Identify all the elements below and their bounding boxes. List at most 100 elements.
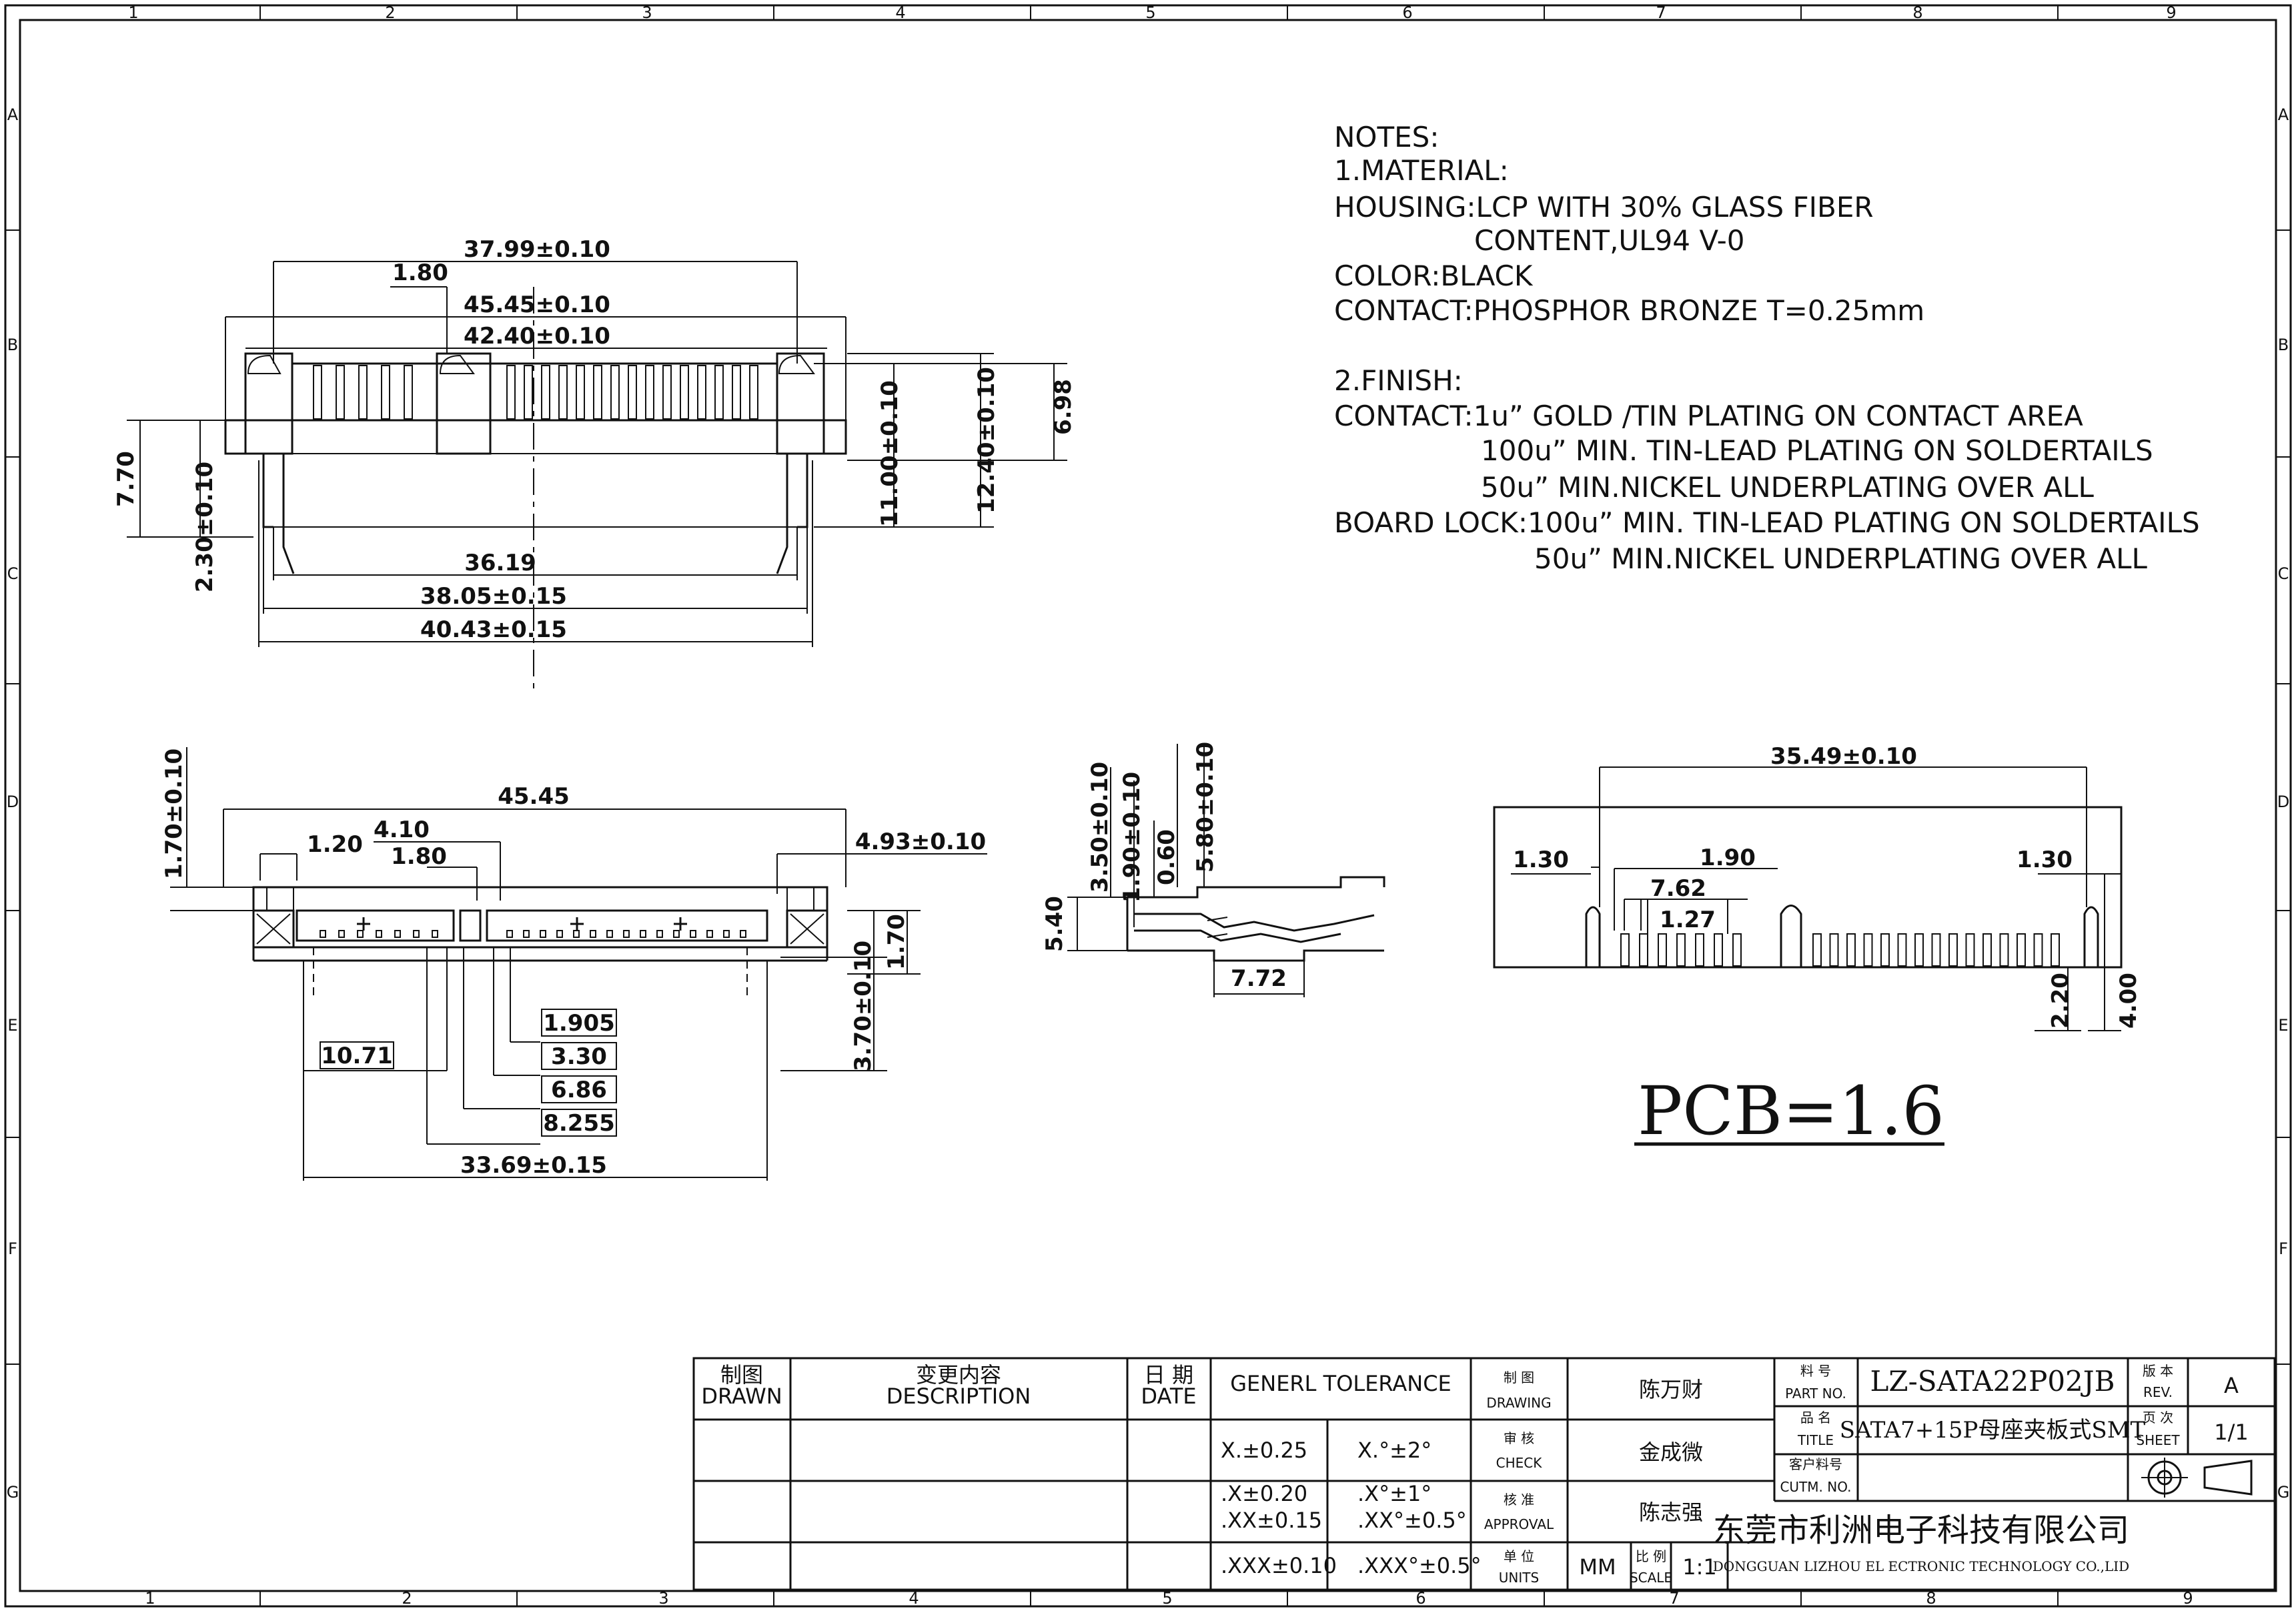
pcb-pad (1732, 933, 1742, 967)
check-label-en: CHECK (1496, 1455, 1543, 1471)
dim-label: 1.80 (391, 843, 447, 870)
dim-label: 3.50±0.10 (1087, 762, 1113, 893)
zone-label: 9 (2183, 1589, 2193, 1608)
tolerance-linear: X.±0.25 (1221, 1438, 1307, 1463)
pcb-pad (1846, 933, 1856, 967)
approval-name: 陈志强 (1639, 1500, 1703, 1525)
pcb-pad (1914, 933, 1924, 967)
zone-label: F (2279, 1239, 2288, 1258)
tolerance-linear: .XXX±0.10 (1221, 1553, 1337, 1578)
zone-label: 2 (385, 3, 395, 22)
cutm-label-cn: 客户料号 (1789, 1456, 1842, 1472)
sheet-label-cn: 页 次 (2143, 1410, 2173, 1426)
contact-pad (590, 930, 596, 938)
projection-symbol-icon (2141, 1458, 2253, 1498)
contact-slot (558, 365, 568, 420)
dim-label: 0.60 (1153, 829, 1180, 885)
dim-label: 1.90±0.10 (1119, 772, 1145, 903)
dim-label: 2.20 (2047, 973, 2074, 1029)
units-label-cn: 单 位 (1504, 1548, 1534, 1564)
tolerance-angular: X.°±2° (1357, 1438, 1431, 1463)
notes-line: 50u” MIN.NICKEL UNDERPLATING OVER ALL (1481, 471, 2095, 504)
dim-label: 45.45 (498, 783, 570, 810)
description-label-en: DESCRIPTION (887, 1384, 1031, 1409)
tolerance-linear: .X±0.20 (1221, 1481, 1307, 1506)
dim-label: 40.43±0.15 (420, 616, 567, 643)
notes-line: CONTACT:PHOSPHOR BRONZE T=0.25mm (1334, 294, 1924, 327)
zone-label: F (8, 1239, 17, 1258)
pcb-pad (1999, 933, 2009, 967)
contact-slot (524, 365, 533, 420)
notes-line: COLOR:BLACK (1334, 259, 1534, 292)
pcb-pad (1931, 933, 1941, 967)
dim-label: 45.45±0.10 (464, 292, 610, 318)
contact-pad (623, 930, 630, 938)
zone-label: 9 (2166, 3, 2176, 22)
date-label-cn: 日 期 (1144, 1362, 1193, 1388)
contact-slot (381, 365, 390, 420)
outer-border (4, 4, 2292, 1608)
zone-labels-bottom: 1 2 3 4 5 6 7 8 9 (145, 1589, 2193, 1608)
contact-slot (680, 365, 689, 420)
drawn-label-cn: 制图 (720, 1362, 763, 1388)
contact-pad (740, 930, 746, 938)
contact-pad (376, 930, 382, 938)
dim-label: 1.30 (1513, 847, 1569, 873)
notes-block: NOTES: 1.MATERIAL: HOUSING:LCP WITH 30% … (1334, 121, 2200, 575)
inner-border (19, 19, 2277, 1592)
pcb-pad (1863, 933, 1873, 967)
zone-label: 1 (128, 3, 138, 22)
contact-slot (732, 365, 741, 420)
zone-label: E (2278, 1016, 2288, 1035)
dim-label: 42.40±0.10 (464, 323, 610, 350)
dim-label: 36.19 (464, 550, 536, 576)
contact-slot (336, 365, 345, 420)
pcb-pad (1829, 933, 1839, 967)
dim-label: 12.40±0.10 (973, 367, 1000, 514)
contact-slot (404, 365, 413, 420)
dim-label: 4.93±0.10 (855, 829, 986, 855)
boxed-dim-label: 8.255 (543, 1110, 615, 1137)
scale-label-en: SCALE (1630, 1570, 1672, 1586)
pcb-view: 35.49±0.10 1.30 1.90 1.30 7.62 1.27 2.20… (1493, 743, 2142, 1150)
pcb-pad (1812, 933, 1822, 967)
approval-label-cn: 核 准 (1504, 1492, 1534, 1508)
notes-line: 50u” MIN.NICKEL UNDERPLATING OVER ALL (1534, 542, 2148, 575)
zone-label: 8 (1926, 1589, 1936, 1608)
contact-slot (645, 365, 654, 420)
pcb-pad (1880, 933, 1890, 967)
dim-label: 7.72 (1231, 965, 1287, 992)
zone-label: B (2278, 336, 2289, 354)
zone-label: 1 (145, 1589, 155, 1608)
contact-slot (506, 365, 516, 420)
notes-line: HOUSING:LCP WITH 30% GLASS FIBER (1334, 191, 1874, 223)
zone-label: A (2278, 105, 2289, 124)
dim-label: 1.70 (883, 914, 910, 970)
drawn-label-en: DRAWN (701, 1384, 782, 1409)
zone-label: B (7, 336, 18, 354)
notes-line: 100u” MIN. TIN-LEAD PLATING ON SOLDERTAI… (1481, 434, 2153, 467)
title-label-en: TITLE (1797, 1432, 1834, 1448)
zone-label: A (7, 105, 19, 124)
boxed-dim-label: 6.86 (551, 1077, 607, 1103)
contact-pad (673, 930, 680, 938)
company-name-cn: 东莞市利洲电子科技有限公司 (1713, 1512, 2129, 1549)
scale-value: 1:1 (1682, 1554, 1717, 1580)
zone-label: D (2277, 792, 2289, 811)
check-name: 金成微 (1639, 1440, 1703, 1465)
pcb-pad (1948, 933, 1958, 967)
pcb-pad (1714, 933, 1723, 967)
zone-label: 7 (1656, 3, 1666, 22)
dim-label: 35.49±0.10 (1770, 743, 1917, 770)
notes-line: 1.MATERIAL: (1334, 154, 1509, 187)
notes-line: CONTACT:1u” GOLD /TIN PLATING ON CONTACT… (1334, 400, 2083, 432)
pcb-pad (1639, 933, 1648, 967)
notes-title: NOTES: (1334, 121, 1439, 153)
zone-label: G (2277, 1483, 2290, 1502)
dim-label: 4.10 (374, 817, 430, 843)
contact-pad (523, 930, 530, 938)
zone-labels-top: 1 2 3 4 5 6 7 8 9 (128, 3, 2176, 22)
zone-label: 5 (1145, 3, 1155, 22)
zone-label: 4 (895, 3, 905, 22)
